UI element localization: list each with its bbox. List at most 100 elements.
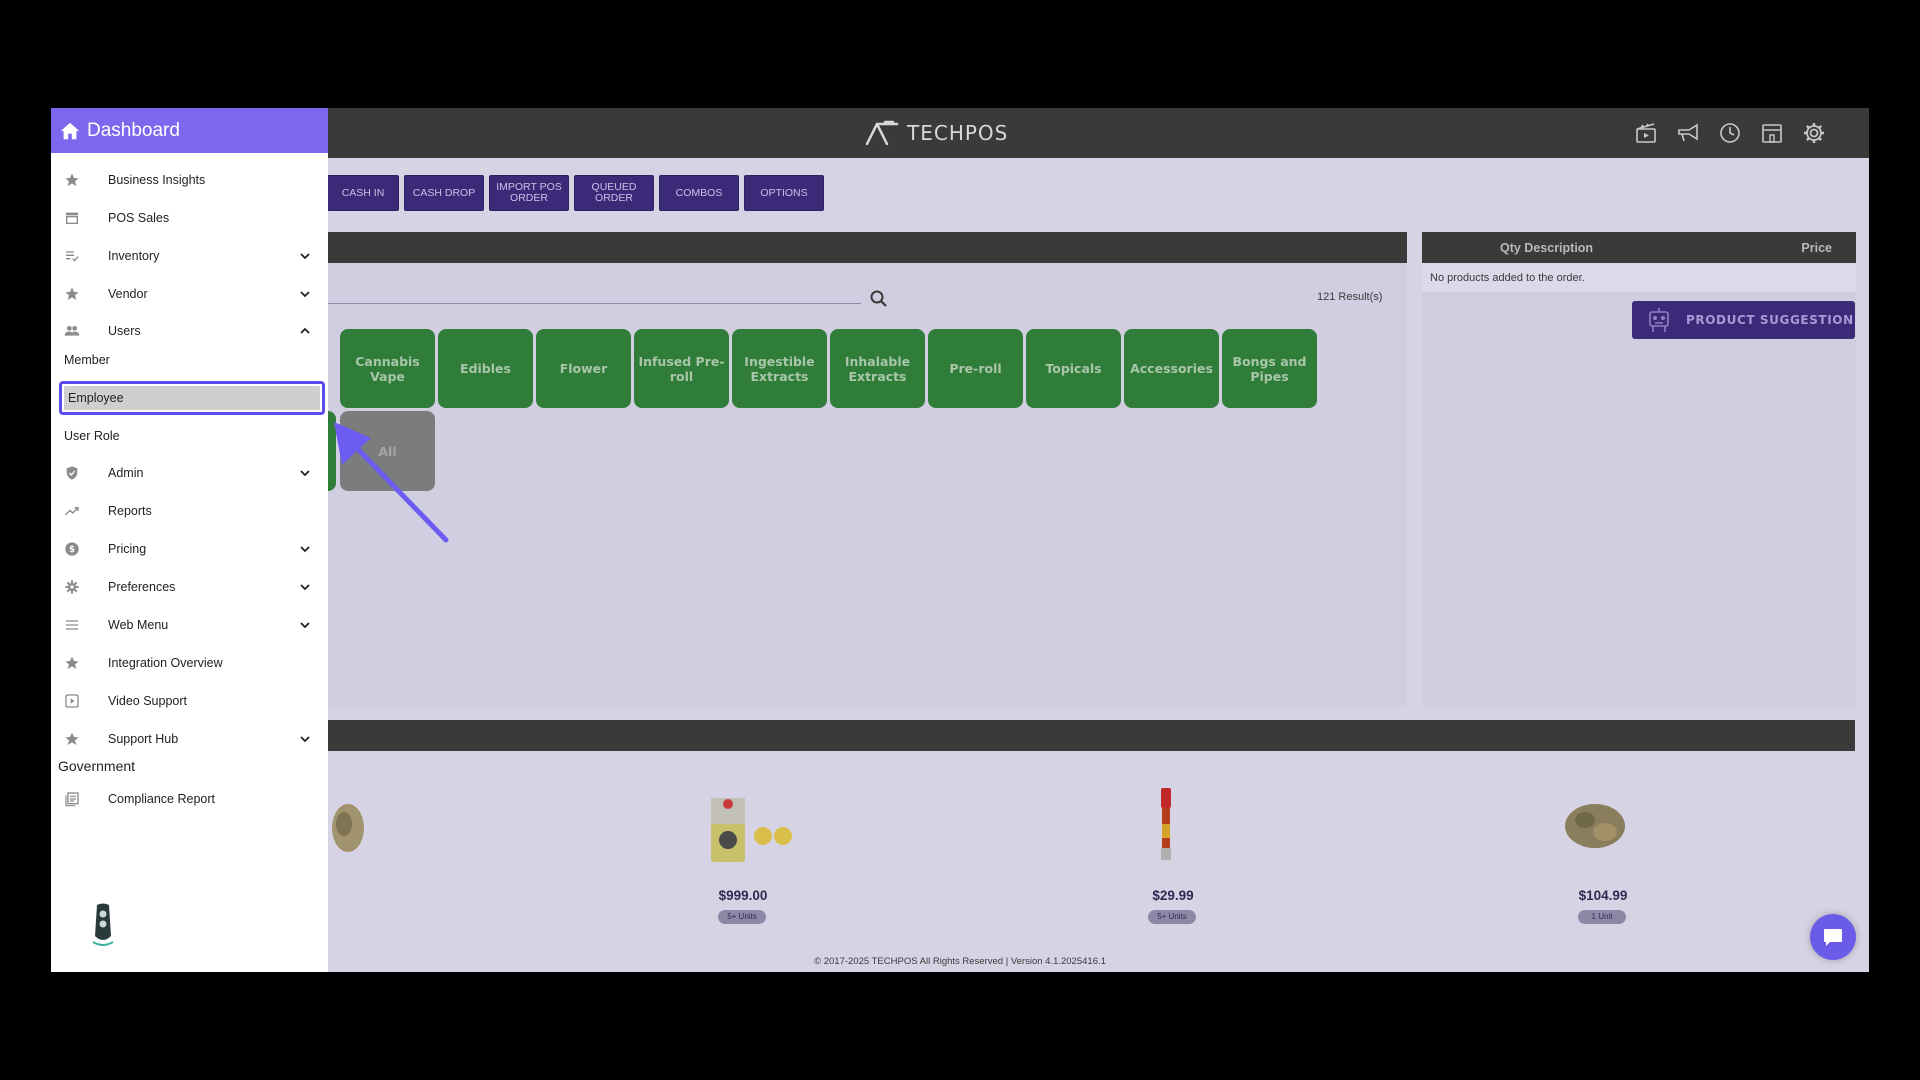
sidebar-item-label: Preferences	[108, 580, 176, 594]
copyright-text: © 2017-2025 TECHPOS All Rights Reserved …	[814, 956, 1106, 967]
featured-products: 0 s $999.00 5+ Units $29.99 5+ Units $10…	[51, 720, 1855, 972]
sidebar-subitem-employee[interactable]: Employee	[59, 381, 325, 415]
store-icon[interactable]	[1759, 120, 1785, 146]
sidebar-item-support-hub[interactable]: Support Hub	[51, 724, 328, 754]
product-price: $104.99	[1578, 888, 1628, 903]
product-units-badge: 5+ Units	[718, 910, 766, 924]
queued-order-button[interactable]: QUEUED ORDER	[574, 175, 654, 211]
chevron-down-icon[interactable]	[299, 467, 311, 479]
product-suggestion-label: PRODUCT SUGGESTION	[1686, 313, 1854, 327]
chevron-down-icon[interactable]	[299, 250, 311, 262]
star-icon	[63, 730, 81, 748]
sidebar-item-preferences[interactable]: Preferences	[51, 572, 328, 602]
sidebar-item-compliance-report[interactable]: Compliance Report	[51, 784, 328, 814]
remote-control-icon[interactable]	[89, 902, 117, 946]
sidebar-item-label: Integration Overview	[108, 656, 223, 670]
sidebar-item-users[interactable]: Users	[51, 316, 328, 346]
techpos-logo-mark	[865, 120, 899, 146]
sidebar-item-video-support[interactable]: Video Support	[51, 686, 328, 716]
category-cannabis-vape[interactable]: Cannabis Vape	[340, 329, 435, 408]
order-col-qty-description: Qty Description	[1500, 241, 1594, 255]
sidebar-item-integration-overview[interactable]: Integration Overview	[51, 648, 328, 678]
category-accessories[interactable]: Accessories	[1124, 329, 1219, 408]
chevron-down-icon[interactable]	[299, 288, 311, 300]
product-image	[1161, 788, 1171, 860]
product-suggestion-button[interactable]: PRODUCT SUGGESTION	[1632, 301, 1855, 339]
category-inhalable-extracts[interactable]: Inhalable Extracts	[830, 329, 925, 408]
sidebar-item-label: Reports	[108, 504, 152, 518]
top-bar: TECHPOS	[51, 108, 1869, 158]
star-icon	[63, 285, 81, 303]
sidebar-item-reports[interactable]: Reports	[51, 496, 328, 526]
order-header: Qty Description Price	[1422, 232, 1856, 263]
chat-button[interactable]	[1810, 914, 1856, 960]
category-pre-roll[interactable]: Pre-roll	[928, 329, 1023, 408]
shield-icon	[63, 464, 81, 482]
product-units-badge: 1 Unit	[1578, 910, 1626, 924]
sidebar-subitem-employee-label: Employee	[64, 386, 320, 410]
category-bongs-and-pipes[interactable]: Bongs and Pipes	[1222, 329, 1317, 408]
category-all[interactable]: All	[340, 411, 435, 491]
combos-button[interactable]: COMBOS	[659, 175, 739, 211]
featured-product[interactable]: $999.00 5+ Units	[663, 760, 823, 924]
order-empty-message: No products added to the order.	[1422, 263, 1856, 292]
options-button[interactable]: OPTIONS	[744, 175, 824, 211]
category-edibles[interactable]: Edibles	[438, 329, 533, 408]
chevron-down-icon[interactable]	[299, 619, 311, 631]
sidebar-item-business-insights[interactable]: Business Insights	[51, 165, 328, 195]
product-search-input[interactable]	[51, 303, 861, 304]
sidebar-item-vendor[interactable]: Vendor	[51, 279, 328, 309]
top-icons	[1633, 120, 1827, 146]
gear-icon[interactable]	[1801, 120, 1827, 146]
sidebar-item-label: Admin	[108, 466, 144, 480]
sidebar-item-web-menu[interactable]: Web Menu	[51, 610, 328, 640]
category-flower[interactable]: Flower	[536, 329, 631, 408]
chat-icon	[1824, 929, 1842, 946]
robot-icon	[1649, 308, 1669, 332]
clock-icon[interactable]	[1717, 120, 1743, 146]
home-icon	[60, 122, 80, 139]
category-infused-pre-roll[interactable]: Infused Pre-roll	[634, 329, 729, 408]
sidebar-title: Dashboard	[87, 119, 180, 141]
megaphone-icon[interactable]	[1675, 120, 1701, 146]
sidebar-item-admin[interactable]: Admin	[51, 458, 328, 488]
app-window: TECHPOS CASH IN	[51, 108, 1869, 972]
chevron-up-icon[interactable]	[299, 325, 311, 337]
cash-drop-button[interactable]: CASH DROP	[404, 175, 484, 211]
sidebar-item-label: Business Insights	[108, 173, 206, 187]
product-image	[1565, 804, 1625, 848]
gear-icon	[63, 578, 81, 596]
import-pos-order-button[interactable]: IMPORT POS ORDER	[489, 175, 569, 211]
chevron-down-icon[interactable]	[299, 733, 311, 745]
sidebar-header-dashboard[interactable]: Dashboard	[51, 108, 328, 153]
techpos-logo[interactable]: TECHPOS	[863, 118, 1008, 148]
chevron-down-icon[interactable]	[299, 581, 311, 593]
sidebar-item-pos-sales[interactable]: POS Sales	[51, 203, 328, 233]
sidebar-subitem-member[interactable]: Member	[64, 353, 110, 367]
sidebar: Dashboard Business Insights POS Sales In…	[51, 108, 328, 972]
cash-in-button[interactable]: CASH IN	[327, 175, 399, 211]
svg-text:$: $	[69, 545, 75, 555]
sidebar-item-label: Pricing	[108, 542, 147, 556]
category-ingestible-extracts[interactable]: Ingestible Extracts	[732, 329, 827, 408]
sidebar-item-label: POS Sales	[108, 211, 170, 225]
product-price: $29.99	[1152, 888, 1194, 903]
dollar-icon: $	[63, 540, 81, 558]
clapperboard-icon[interactable]	[1633, 120, 1659, 146]
category-topicals[interactable]: Topicals	[1026, 329, 1121, 408]
chevron-down-icon[interactable]	[299, 543, 311, 555]
featured-product[interactable]: $104.99 1 Unit	[1523, 760, 1683, 924]
search-icon[interactable]	[869, 289, 889, 309]
sidebar-item-inventory[interactable]: Inventory	[51, 241, 328, 271]
people-icon	[63, 322, 81, 340]
sidebar-item-label: Video Support	[108, 694, 187, 708]
sidebar-item-label: Inventory	[108, 249, 160, 263]
sidebar-item-pricing[interactable]: $ Pricing	[51, 534, 328, 564]
sidebar-subitem-user-role[interactable]: User Role	[64, 429, 120, 443]
sidebar-item-label: Web Menu	[108, 618, 169, 632]
star-icon	[63, 171, 81, 189]
store-icon	[63, 209, 81, 227]
featured-product[interactable]: $29.99 5+ Units	[1093, 760, 1253, 924]
checklist-icon	[63, 247, 81, 265]
product-image	[332, 804, 364, 852]
